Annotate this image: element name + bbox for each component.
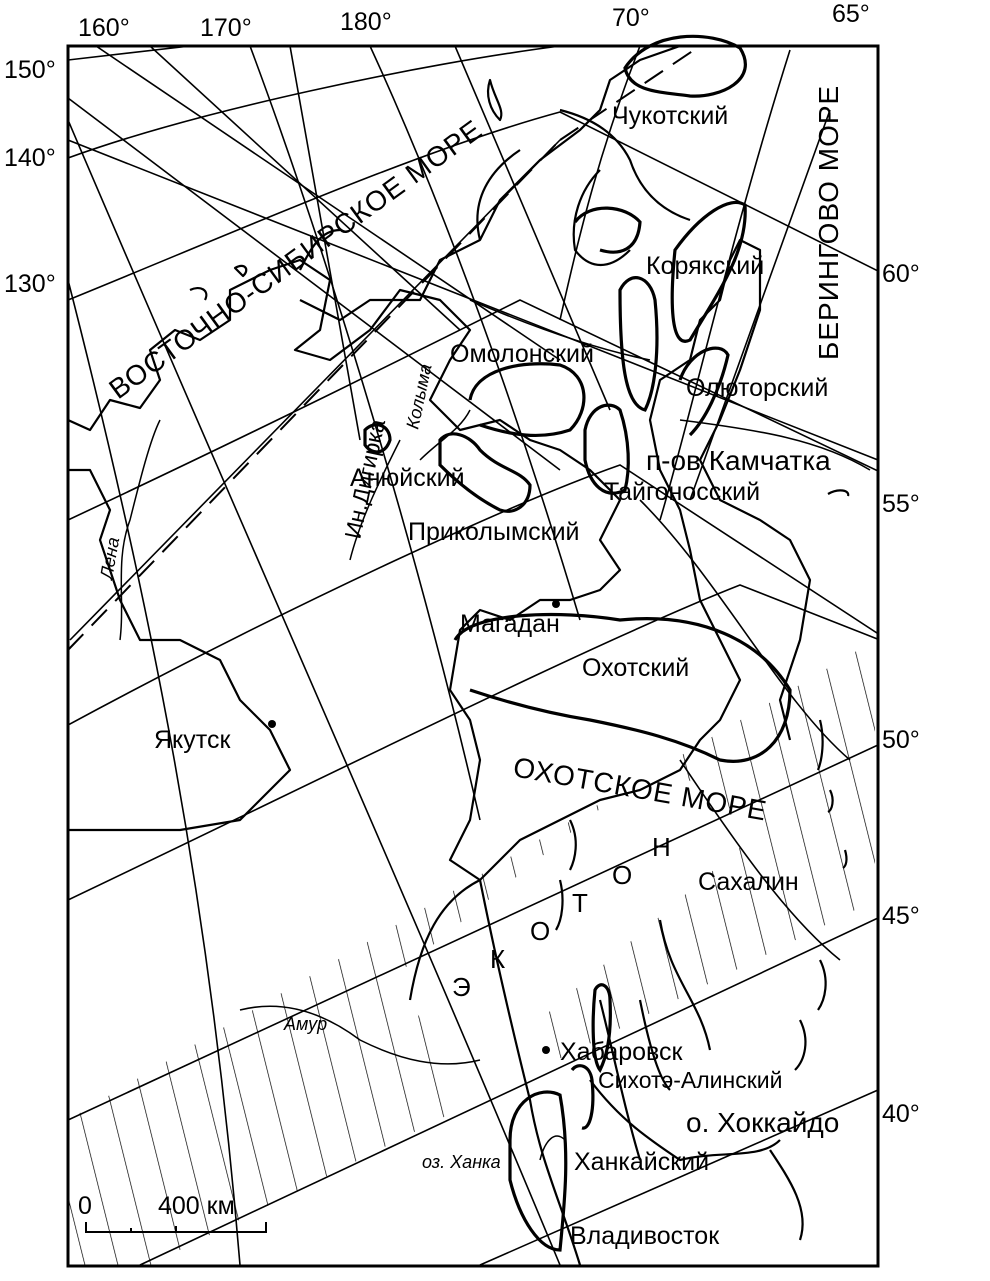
label-chukotsky: Чукотский <box>612 102 728 130</box>
label-vladivostok: Владивосток <box>570 1222 720 1250</box>
label-yakutsk: Якутск <box>154 726 231 754</box>
label-taigonossky: Тайгоносский <box>604 478 760 506</box>
ecotone-letter: Т <box>572 888 588 918</box>
ecotone-letter: О <box>612 860 632 890</box>
label-khabarovsk: Хабаровск <box>560 1038 684 1066</box>
tick-right-40: 40° <box>882 1100 920 1128</box>
label-sikhote-alinsky: Сихотэ-Алинский <box>598 1067 782 1093</box>
tick-right-50: 50° <box>882 726 920 754</box>
city-vladivostok: Владивосток <box>570 1222 720 1250</box>
city-magadan: Магадан <box>460 600 560 638</box>
label-anyuysky: Анюйский <box>350 464 465 492</box>
label-prikolymsky: Приколымский <box>408 518 580 546</box>
ecotone-letter: Э <box>452 972 471 1002</box>
city-khabarovsk: Хабаровск <box>542 1038 684 1066</box>
tick-top-170: 170° <box>200 14 252 42</box>
city-yakutsk: Якутск <box>154 720 276 754</box>
scale-zero: 0 <box>78 1192 92 1220</box>
ecotone-letter: К <box>490 944 505 974</box>
tick-top-65: 65° <box>832 0 870 28</box>
label-sakhalin: Сахалин <box>698 868 799 896</box>
sea-bering: БЕРИНГОВО МОРЕ <box>813 85 844 360</box>
tick-left-130: 130° <box>4 270 56 298</box>
label-khankaysky: Ханкайский <box>574 1148 709 1176</box>
coastlines <box>68 46 850 1266</box>
tick-left-150: 150° <box>4 56 56 84</box>
ecotone-label: Э К О Т О Н <box>452 832 671 1002</box>
scale-label: 400 км <box>158 1192 235 1220</box>
tick-top-160: 160° <box>78 14 130 42</box>
ecotone-letter: О <box>530 916 550 946</box>
regions <box>363 34 792 1252</box>
tick-right-45: 45° <box>882 902 920 930</box>
label-magadan: Магадан <box>460 610 560 638</box>
ecotone-letter: Н <box>652 832 671 862</box>
river-amur: Амур <box>283 1014 327 1034</box>
tick-left-140: 140° <box>4 144 56 172</box>
map-frame <box>66 44 880 1268</box>
tick-top-180: 180° <box>340 8 392 36</box>
sea-east-siberian: ВОСТОЧНО-СИБИРСКОЕ МОРЕ <box>103 114 488 405</box>
label-kamchatka: п-ов Камчатка <box>646 445 831 476</box>
label-omolonsky: Омолонский <box>450 340 594 368</box>
tick-right-60: 60° <box>882 260 920 288</box>
scale-bar: 0 400 км <box>78 1192 267 1233</box>
label-okhotsky: Охотский <box>582 654 689 682</box>
graticule <box>68 46 878 1266</box>
label-koryaksky: Корякский <box>646 252 764 280</box>
tick-labels: 160° 170° 180° 70° 65° 150° 140° 130° 60… <box>4 0 920 1128</box>
label-olyutorsky: Олюторский <box>686 374 828 402</box>
tick-right-55: 55° <box>882 490 920 518</box>
tick-top-70: 70° <box>612 4 650 32</box>
label-hokkaido: о. Хоккайдо <box>686 1107 839 1138</box>
lake-khanka: оз. Ханка <box>422 1152 501 1172</box>
